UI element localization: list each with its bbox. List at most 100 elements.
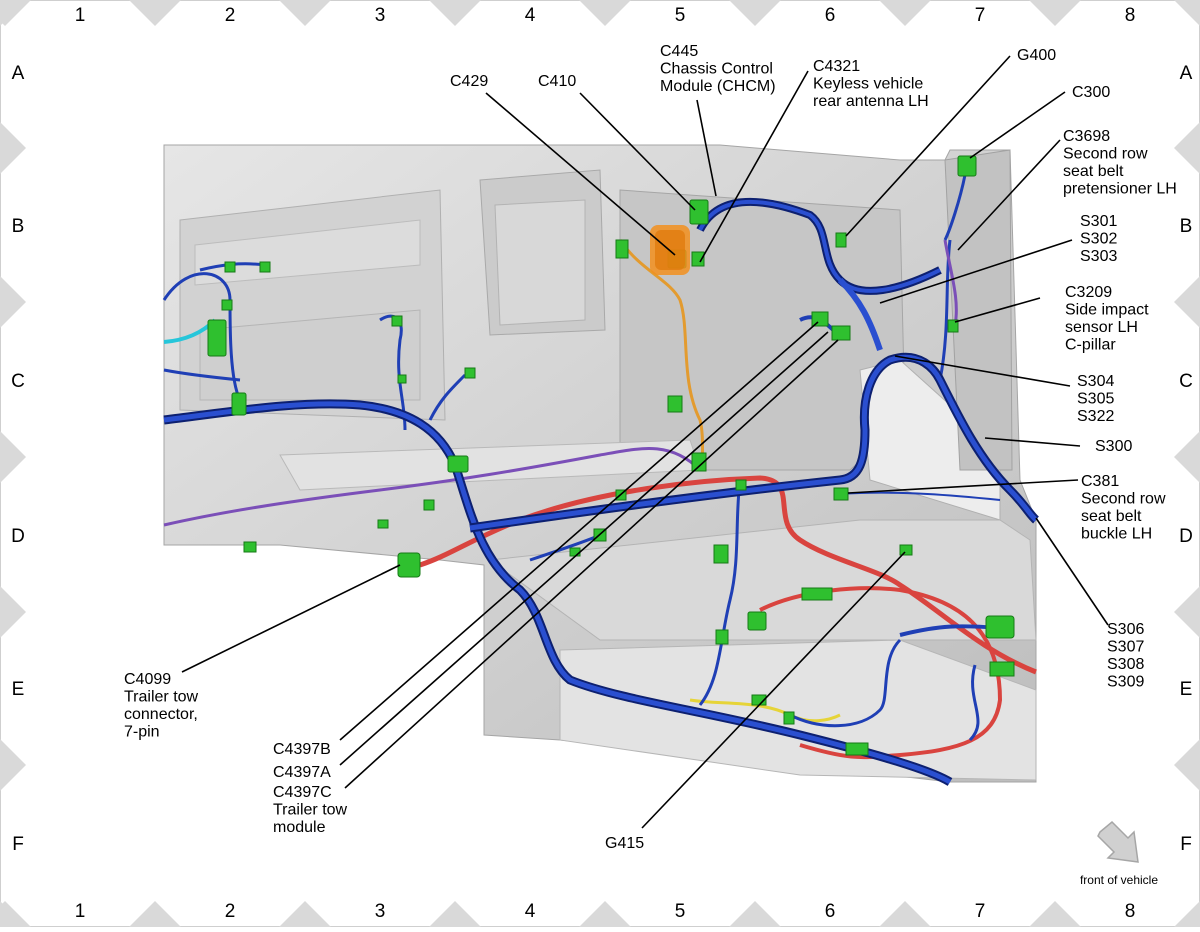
grid-diamond bbox=[1029, 0, 1081, 26]
callout-line: S305 bbox=[1077, 391, 1114, 408]
grid-row-label: F bbox=[12, 834, 24, 855]
connector bbox=[377, 519, 389, 529]
grid-column-label: 3 bbox=[375, 901, 386, 922]
grid-row-label: F bbox=[1180, 834, 1192, 855]
callout-line: Keyless vehicle bbox=[813, 76, 923, 93]
connector bbox=[231, 392, 247, 416]
grid-column-label: 5 bbox=[675, 901, 686, 922]
connector bbox=[783, 711, 795, 725]
callout-line: Module (CHCM) bbox=[660, 78, 776, 95]
grid-diamond bbox=[429, 0, 481, 26]
callout-line: C4397C bbox=[273, 784, 332, 801]
grid-row-label: A bbox=[12, 63, 25, 84]
connector bbox=[735, 479, 747, 491]
callout-line: buckle LH bbox=[1081, 526, 1152, 543]
grid-diamond bbox=[129, 0, 181, 26]
grid-diamond bbox=[1174, 276, 1200, 328]
callout-line: seat belt bbox=[1063, 163, 1124, 180]
grid-row-label: D bbox=[1179, 526, 1193, 547]
wiring-harnesses bbox=[162, 174, 1040, 786]
grid-column-label: 6 bbox=[825, 901, 836, 922]
arrow-down-right-icon bbox=[1097, 820, 1139, 863]
grid-diamond bbox=[1174, 901, 1200, 932]
callout-line: S309 bbox=[1107, 674, 1144, 691]
grid-row-label: C bbox=[11, 371, 25, 392]
callout-line: Trailer tow bbox=[124, 689, 199, 706]
callout-line: C4397B bbox=[273, 741, 331, 758]
connector bbox=[831, 325, 851, 341]
callout-g400: G400 bbox=[1017, 47, 1056, 64]
grid-diamond bbox=[579, 0, 631, 26]
grid-diamond bbox=[0, 901, 26, 932]
grid-diamond bbox=[0, 276, 26, 328]
connector bbox=[397, 374, 407, 384]
connector bbox=[447, 455, 469, 473]
connector bbox=[801, 587, 833, 601]
grid-column-label: 7 bbox=[975, 901, 986, 922]
grid-diamond bbox=[0, 122, 26, 174]
grid-column-label: 2 bbox=[225, 901, 236, 922]
callout-line: C4397A bbox=[273, 764, 331, 781]
grid-row-label: E bbox=[1180, 679, 1193, 700]
connector bbox=[715, 629, 729, 645]
connector bbox=[689, 199, 709, 225]
grid-row-label: C bbox=[1179, 371, 1193, 392]
callout-line: rear antenna LH bbox=[813, 93, 929, 110]
connector bbox=[221, 299, 233, 311]
front-of-vehicle-label: front of vehicle bbox=[1080, 873, 1158, 887]
grid-diamond bbox=[729, 0, 781, 26]
callout-line: sensor LH bbox=[1065, 319, 1138, 336]
callout-line: C-pillar bbox=[1065, 337, 1116, 354]
callout-line: C3209 bbox=[1065, 284, 1112, 301]
grid-row-label: D bbox=[11, 526, 25, 547]
callout-line: G415 bbox=[605, 835, 644, 852]
connector bbox=[747, 611, 767, 631]
grid-diamond bbox=[1174, 431, 1200, 483]
connector bbox=[833, 487, 849, 501]
grid-diamond bbox=[1174, 122, 1200, 174]
callout-line: C4321 bbox=[813, 58, 860, 75]
grid-column-label: 4 bbox=[525, 5, 536, 26]
callout-c300: C300 bbox=[1072, 84, 1110, 101]
grid-column-label: 2 bbox=[225, 5, 236, 26]
connector bbox=[691, 251, 705, 267]
callout-line: 7-pin bbox=[124, 724, 160, 741]
connector bbox=[899, 544, 913, 556]
callout-c4397b: C4397B bbox=[273, 741, 331, 758]
connector bbox=[423, 499, 435, 511]
callout-line: G400 bbox=[1017, 47, 1056, 64]
grid-column-label: 1 bbox=[75, 5, 86, 26]
grid-column-label: 3 bbox=[375, 5, 386, 26]
grid-diamond bbox=[0, 586, 26, 638]
callout-line: C445 bbox=[660, 43, 698, 60]
callout-line: S308 bbox=[1107, 656, 1144, 673]
grid-column-label: 6 bbox=[825, 5, 836, 26]
grid-diamond bbox=[279, 0, 331, 26]
connector bbox=[569, 547, 581, 557]
grid-row-label: B bbox=[1180, 216, 1193, 237]
callout-line: Chassis Control bbox=[660, 61, 773, 78]
callout-line: C3698 bbox=[1063, 128, 1110, 145]
grid-diamond bbox=[1029, 901, 1081, 932]
callout-line: S303 bbox=[1080, 248, 1117, 265]
grid-column-label: 1 bbox=[75, 901, 86, 922]
connector bbox=[207, 319, 227, 357]
connector bbox=[259, 261, 271, 273]
grid-row-label: E bbox=[12, 679, 25, 700]
grid-diamond bbox=[0, 431, 26, 483]
grid-diamond bbox=[0, 739, 26, 791]
connector bbox=[667, 395, 683, 413]
callout-line: connector, bbox=[124, 706, 198, 723]
grid-diamond bbox=[0, 0, 26, 26]
callout-line: C381 bbox=[1081, 473, 1119, 490]
